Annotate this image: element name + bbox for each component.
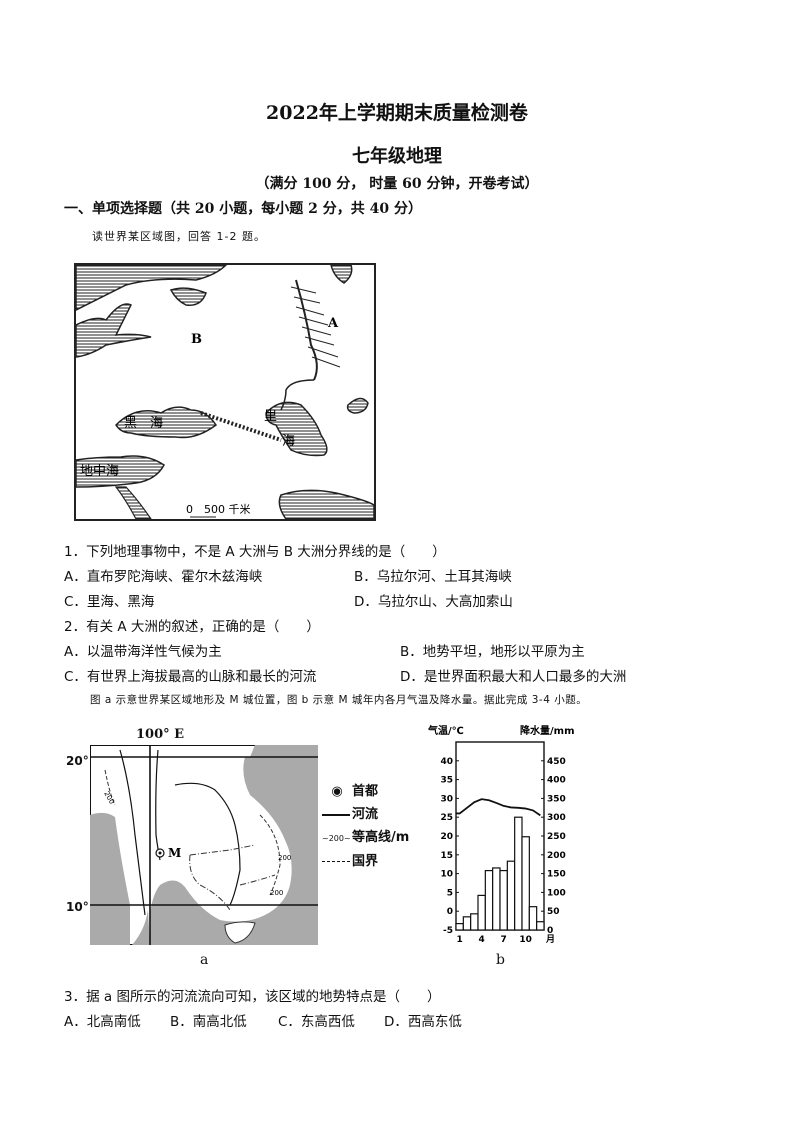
svg-text:450: 450 — [547, 757, 566, 767]
svg-text:15: 15 — [440, 851, 453, 861]
svg-text:1: 1 — [457, 935, 463, 945]
section-heading: 一、单项选择题（共 20 小题，每小题 2 分，共 40 分） — [64, 201, 422, 217]
map-legend: ◉首都 河流 ~200~等高线/m 国界 — [322, 780, 409, 873]
map-a-drawing: 200 200 200 M — [89, 744, 319, 946]
intro-q3-4: 图 a 示意世界某区域地形及 M 城位置，图 b 示意 M 城年内各月气温及降水… — [90, 694, 588, 706]
question-2-option-a[interactable]: A．以温带海洋性气候为主 — [64, 644, 222, 660]
svg-text:25: 25 — [440, 813, 453, 823]
svg-text:150: 150 — [547, 870, 566, 880]
legend-border: 国界 — [322, 850, 409, 873]
svg-text:50: 50 — [547, 907, 560, 917]
question-1-option-d[interactable]: D．乌拉尔山、大高加索山 — [354, 594, 513, 610]
capital-legend-icon: ◉ — [331, 784, 343, 799]
map-a-caption: a — [200, 952, 209, 968]
river-legend-icon — [322, 813, 350, 816]
contour-label-200-east: 200 — [278, 854, 291, 862]
svg-text:300: 300 — [547, 813, 566, 823]
precip-bar — [514, 816, 523, 931]
label-caspian-1: 里 — [264, 409, 277, 424]
svg-text:7: 7 — [501, 935, 507, 945]
svg-text:4: 4 — [479, 935, 485, 945]
legend-capital: ◉首都 — [322, 780, 409, 803]
question-2-option-c[interactable]: C．有世界上海拔最高的山脉和最长的河流 — [64, 669, 317, 685]
svg-text:-5: -5 — [443, 926, 453, 936]
precip-bar — [499, 869, 508, 931]
precip-bar — [477, 894, 486, 931]
question-2-option-d[interactable]: D．是世界面积最大和人口最多的大洲 — [400, 669, 627, 685]
question-3-option-c[interactable]: C．东高西低 — [278, 1014, 355, 1030]
label-a: A — [327, 316, 339, 331]
question-1-stem: 1．下列地理事物中，不是 A 大洲与 B 大洲分界线的是（ ） — [64, 544, 446, 560]
svg-text:40: 40 — [440, 757, 453, 767]
precip-bar — [528, 906, 538, 931]
question-3-option-a[interactable]: A．北高南低 — [64, 1014, 141, 1030]
precip-bar — [492, 867, 501, 931]
question-2-option-b[interactable]: B．地势平坦，地形以平原为主 — [400, 644, 585, 660]
right-axis-title: 降水量/mm — [520, 724, 575, 737]
svg-text:30: 30 — [440, 794, 453, 804]
label-black-sea: 黑 海 — [124, 416, 163, 431]
svg-text:350: 350 — [547, 794, 566, 804]
left-axis-title: 气温/℃ — [428, 724, 464, 737]
question-1-option-b[interactable]: B．乌拉尔河、土耳其海峡 — [354, 569, 512, 585]
precip-bar — [470, 913, 479, 931]
question-3-option-b[interactable]: B．南高北低 — [170, 1014, 247, 1030]
scale-bar: 0 500 千米 — [186, 503, 251, 516]
chart-b-caption: b — [496, 952, 505, 968]
intro-q1-2: 读世界某区域图，回答 1-2 题。 — [92, 230, 266, 243]
precip-bar — [455, 923, 464, 931]
question-1-option-c[interactable]: C．里海、黑海 — [64, 594, 155, 610]
temperature-line — [456, 798, 541, 817]
svg-text:0: 0 — [447, 907, 453, 917]
precip-bar — [521, 836, 530, 931]
svg-text:20: 20 — [440, 832, 453, 842]
city-m-label: M — [168, 846, 181, 860]
precip-bar — [536, 921, 545, 931]
svg-text:200: 200 — [547, 851, 566, 861]
border-legend-icon — [322, 861, 350, 862]
exam-title: 2022年上学期期末质量检测卷 — [266, 102, 528, 124]
question-3-stem: 3．据 a 图所示的河流流向可知，该区域的地势特点是（ ） — [64, 989, 441, 1005]
exam-info: （满分 100 分， 时量 60 分钟，开卷考试） — [255, 176, 539, 192]
exam-subject: 七年级地理 — [352, 146, 442, 167]
contour-label-200-south: 200 — [270, 889, 283, 897]
contour-legend-icon: ~200~ — [322, 834, 351, 843]
legend-contour: ~200~等高线/m — [322, 826, 409, 850]
question-1-option-a[interactable]: A．直布罗陀海峡、霍尔木兹海峡 — [64, 569, 263, 585]
svg-text:400: 400 — [547, 776, 566, 786]
precip-bar — [506, 860, 516, 931]
label-b: B — [191, 332, 202, 347]
label-mediterranean: 地中海 — [80, 464, 119, 479]
longitude-label: 100° E — [136, 727, 185, 742]
precip-bar — [462, 916, 472, 931]
svg-text:0: 0 — [547, 926, 553, 936]
map-drawing: A B 黑 海 里 海 地中海 0 500 千米 — [75, 264, 375, 520]
svg-text:月: 月 — [545, 934, 555, 945]
svg-text:100: 100 — [547, 888, 566, 898]
region-map-eurasia: A B 黑 海 里 海 地中海 0 500 千米 — [74, 263, 376, 521]
legend-river: 河流 — [322, 803, 409, 826]
svg-text:10: 10 — [519, 935, 532, 945]
region-map-southeast-asia: 200 200 200 M — [89, 744, 319, 946]
precip-bar — [484, 869, 494, 931]
svg-text:35: 35 — [440, 776, 453, 786]
svg-text:5: 5 — [447, 888, 453, 898]
question-3-option-d[interactable]: D．西高东低 — [384, 1014, 462, 1030]
latitude-20-label: 20° — [66, 754, 89, 768]
latitude-10-label: 10° — [66, 900, 89, 914]
question-2-stem: 2．有关 A 大洲的叙述，正确的是（ ） — [64, 619, 320, 635]
label-caspian-2: 海 — [282, 434, 295, 449]
svg-text:10: 10 — [440, 870, 453, 880]
svg-text:250: 250 — [547, 832, 566, 842]
